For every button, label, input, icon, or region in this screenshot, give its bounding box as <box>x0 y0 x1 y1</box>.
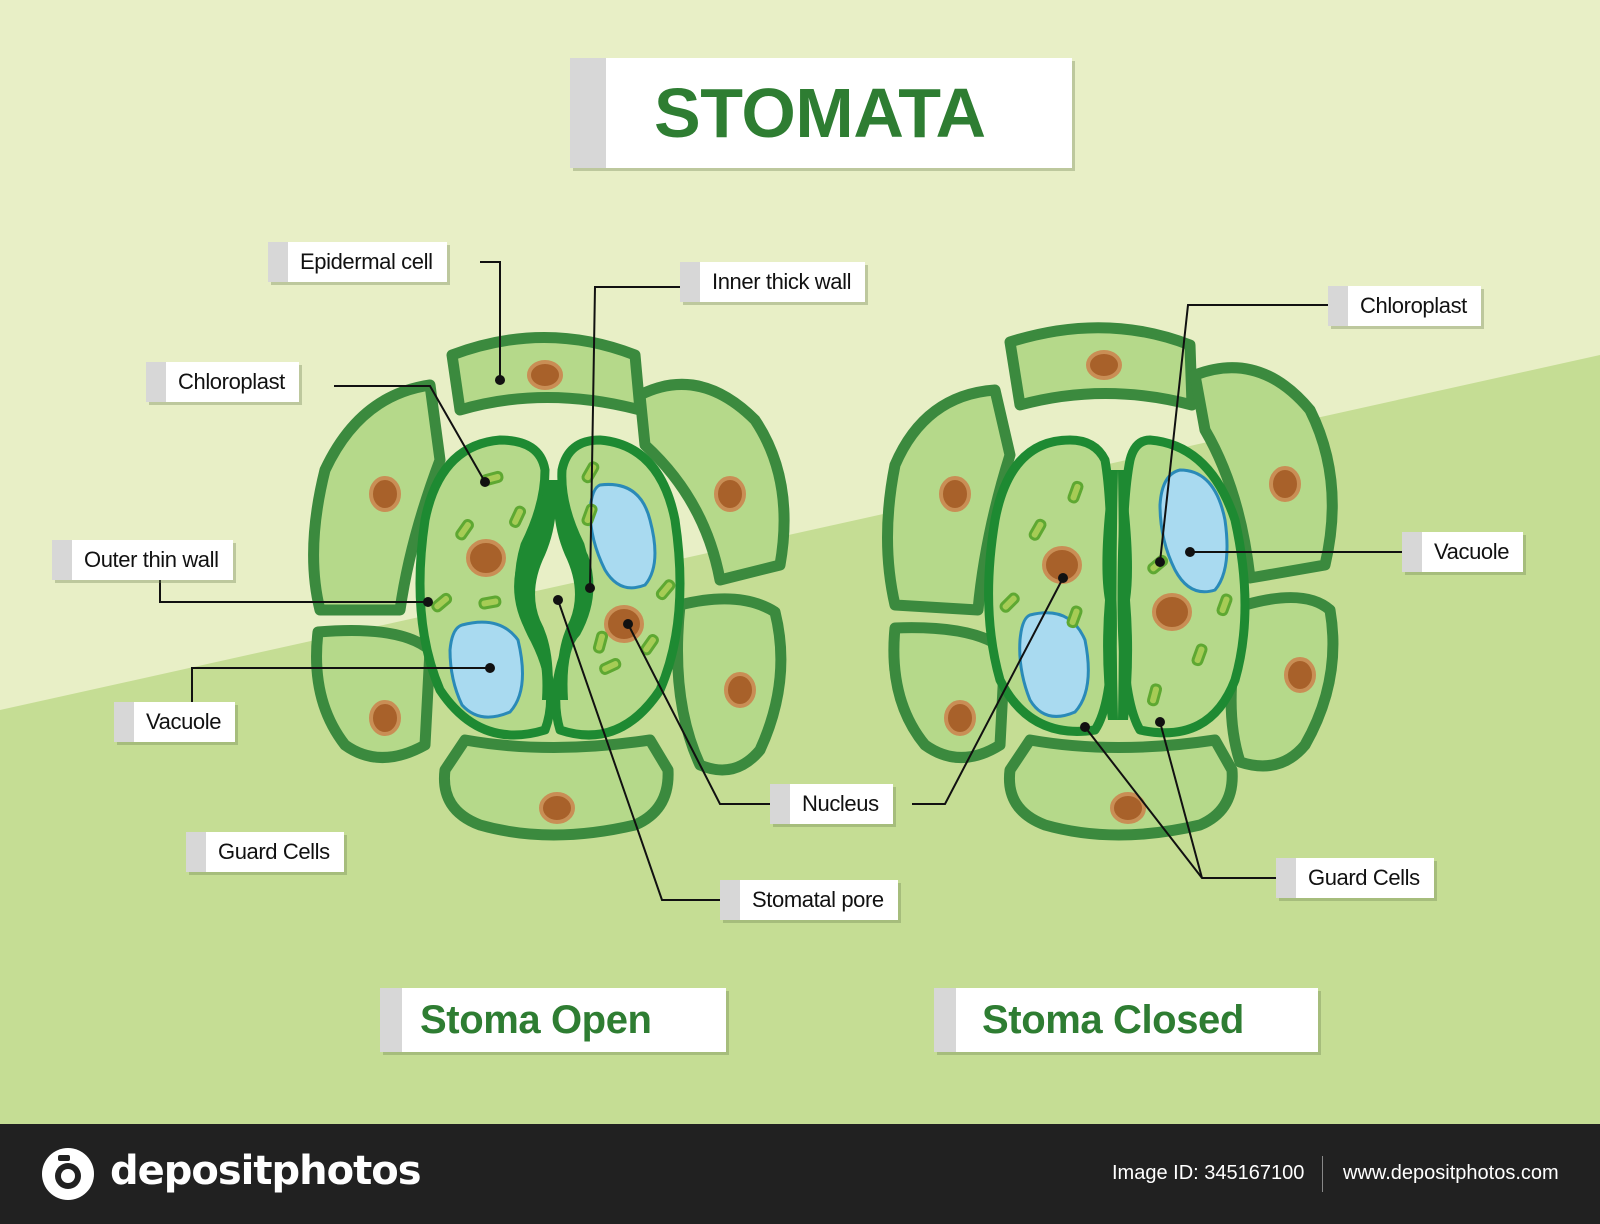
stomata-illustration <box>0 0 1600 901</box>
vacuole-closed-left <box>1018 611 1090 718</box>
leader-dots <box>423 375 1195 732</box>
caption-stoma-open: Stoma Open <box>420 997 652 1042</box>
stoma-closed-diagram <box>882 322 1339 841</box>
title-box: STOMATA <box>570 58 1072 168</box>
footer-image-id: Image ID: 345167100 <box>1112 1162 1305 1184</box>
label-inner-thick-wall: Inner thick wall <box>712 269 852 294</box>
label-box-guard-cells-right: Guard Cells <box>1276 858 1434 898</box>
title-tab <box>570 58 606 168</box>
guard-nucleus-open-left <box>466 539 506 577</box>
page-title: STOMATA <box>654 74 986 152</box>
guard-nucleus-closed-right <box>1152 593 1192 631</box>
label-box-vacuole-right: Vacuole <box>1402 532 1524 572</box>
label-box-stomatal-pore: Stomatal pore <box>720 880 898 920</box>
label-box-vacuole-left: Vacuole <box>114 702 236 742</box>
footer-site-link[interactable]: www.depositphotos.com <box>1343 1162 1559 1184</box>
leader-lines <box>159 261 1403 901</box>
label-guard-cells-left: Guard Cells <box>218 839 330 864</box>
epidermal-nuclei-open <box>369 360 756 824</box>
inner-thick-wall-closed-right <box>1118 470 1133 720</box>
diagram-stage: STOMATA Epidermal cell Inner thick wall … <box>0 0 1600 1052</box>
label-box-inner-thick-wall: Inner thick wall <box>680 262 866 302</box>
footer-brand: depositphotos <box>110 1148 422 1194</box>
epidermal-nuclei-closed <box>939 350 1316 824</box>
inner-thick-wall-right <box>553 480 594 700</box>
label-box-epidermal-cell: Epidermal cell <box>268 242 447 282</box>
inner-thick-wall-closed-left <box>1102 470 1118 720</box>
camera-logo-icon <box>42 1148 94 1200</box>
vacuole-closed-right <box>1158 468 1229 594</box>
label-box-nucleus: Nucleus <box>770 784 893 824</box>
footer-separator <box>1322 1156 1323 1192</box>
caption-stoma-closed: Stoma Closed <box>982 997 1244 1042</box>
label-box-chloroplast-right: Chloroplast <box>1328 286 1481 326</box>
label-stomatal-pore: Stomatal pore <box>752 887 884 912</box>
label-box-guard-cells-left: Guard Cells <box>186 832 344 872</box>
label-outer-thin-wall: Outer thin wall <box>84 547 219 572</box>
chloroplasts-open <box>431 461 676 675</box>
caption-box-open: Stoma Open <box>380 988 726 1052</box>
label-box-chloroplast-left: Chloroplast <box>146 362 299 402</box>
footer-bar: depositphotos Image ID: 345167100 www.de… <box>0 1124 1600 1224</box>
caption-box-closed: Stoma Closed <box>934 988 1318 1052</box>
label-nucleus: Nucleus <box>802 791 879 816</box>
label-vacuole-right: Vacuole <box>1434 539 1510 564</box>
label-box-outer-thin-wall: Outer thin wall <box>52 540 233 580</box>
label-guard-cells-right: Guard Cells <box>1308 865 1420 890</box>
label-chloroplast-right: Chloroplast <box>1360 293 1467 318</box>
label-chloroplast-left: Chloroplast <box>178 369 285 394</box>
label-vacuole-left: Vacuole <box>146 709 222 734</box>
inner-thick-wall-left <box>514 480 557 700</box>
label-epidermal-cell: Epidermal cell <box>300 249 433 274</box>
